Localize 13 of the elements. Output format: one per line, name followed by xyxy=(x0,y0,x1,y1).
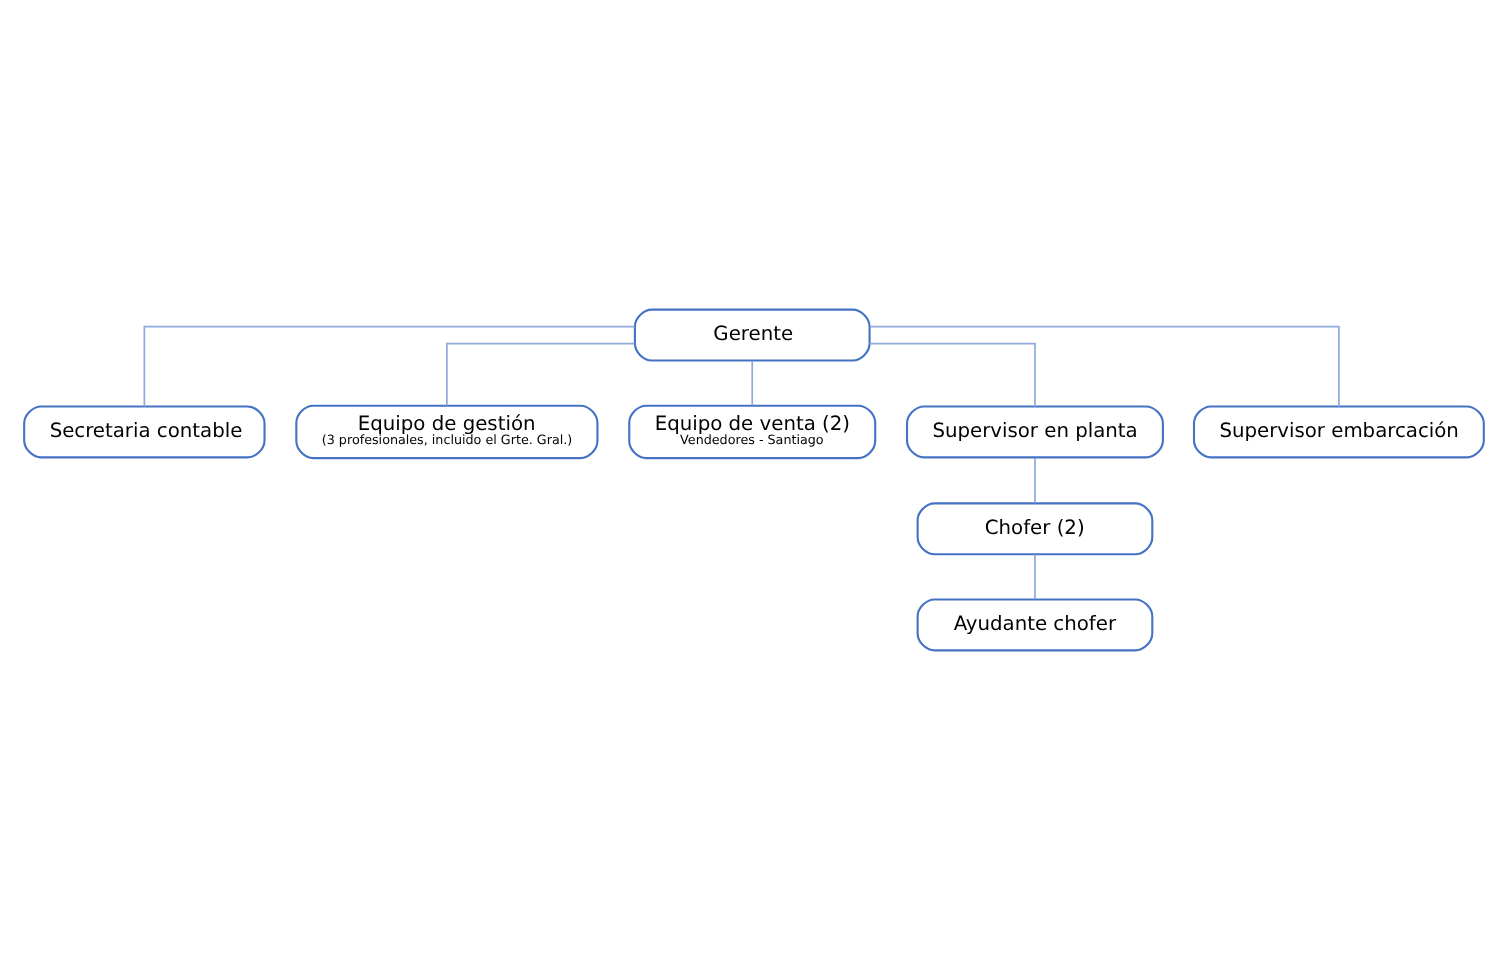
node-box: Chofer (2) xyxy=(916,502,1154,556)
node-box: Secretaria contable xyxy=(23,405,266,459)
connector xyxy=(869,325,1340,408)
connector xyxy=(1034,457,1036,504)
connector xyxy=(446,342,636,407)
node-box: Supervisor en planta xyxy=(905,405,1164,459)
node-box: Supervisor embarcación xyxy=(1192,405,1485,459)
connector xyxy=(751,360,754,407)
connector xyxy=(1034,553,1036,600)
connector xyxy=(143,325,636,408)
connector xyxy=(868,342,1036,408)
node-box: Gerente xyxy=(633,308,871,362)
node-box: Ayudante chofer xyxy=(916,598,1154,652)
